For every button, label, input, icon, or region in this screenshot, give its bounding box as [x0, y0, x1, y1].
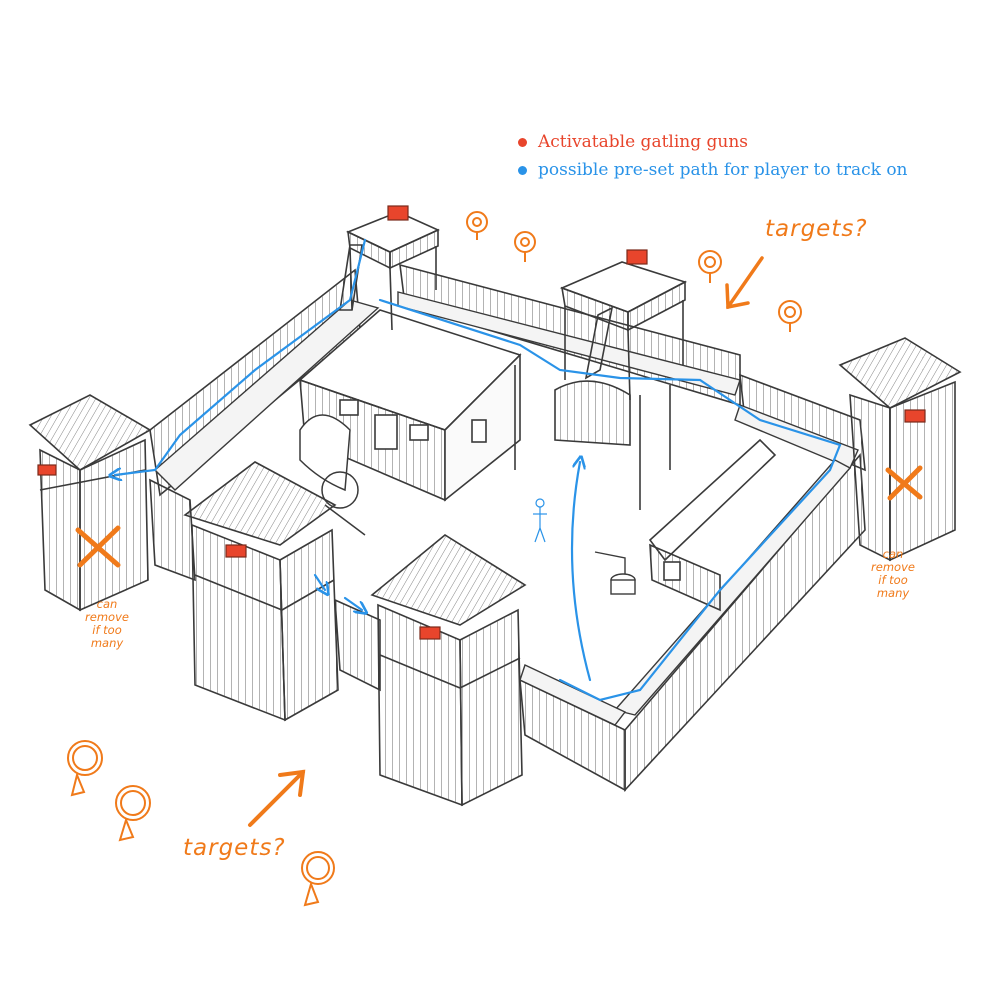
tower-left	[30, 395, 150, 610]
gatling-gun-icon	[420, 627, 440, 639]
legend-label-gatling: Activatable gatling guns	[538, 132, 748, 152]
arrow-icon	[727, 258, 762, 307]
tower-right	[840, 338, 960, 560]
target-icon	[515, 232, 535, 262]
gatling-gun-icon	[38, 465, 56, 475]
pump-well	[595, 552, 635, 594]
targets-note-bottom: targets?	[183, 835, 286, 861]
target-icon	[467, 212, 487, 240]
target-icon	[699, 251, 721, 283]
legend-item-gatling: Activatable gatling guns	[518, 128, 908, 156]
legend-item-path: possible pre-set path for player to trac…	[518, 156, 908, 184]
gate-structure	[515, 365, 670, 510]
target-icon	[302, 852, 334, 905]
target-icon	[116, 786, 150, 840]
player-figure	[533, 499, 547, 542]
target-icon	[68, 741, 102, 795]
target-icon	[779, 301, 801, 332]
tower-front-middle	[372, 535, 525, 805]
remove-note-left: can remove if too many	[72, 598, 142, 650]
legend-dot-path	[518, 166, 527, 175]
remove-note-right: can remove if too many	[858, 548, 928, 600]
legend-dot-gatling	[518, 138, 527, 147]
targets-note-top: targets?	[765, 216, 868, 242]
gatling-gun-icon	[627, 250, 647, 264]
legend: Activatable gatling guns possible pre-se…	[518, 128, 908, 184]
tower-front-left	[185, 462, 338, 720]
gatling-gun-icon	[226, 545, 246, 557]
arrow-icon	[250, 772, 303, 825]
gatling-gun-icon	[388, 206, 408, 220]
legend-label-path: possible pre-set path for player to trac…	[538, 160, 908, 180]
gatling-gun-icon	[905, 410, 925, 422]
targets-group-bottom	[68, 741, 334, 905]
